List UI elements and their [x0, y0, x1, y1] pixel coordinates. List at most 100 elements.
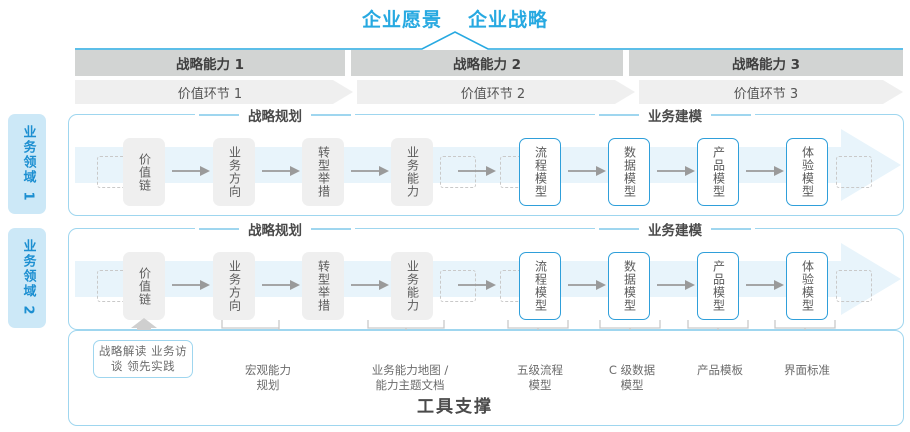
tool-label-text: 宏观能力 规划 — [245, 362, 291, 392]
value-chain-label-2: 价值环节 2 — [460, 86, 526, 102]
tool-label-c-level-data: C 级数据 模型 — [584, 348, 680, 393]
placeholder-dashbox — [836, 156, 872, 188]
modeling-title-1: 业务建模 — [648, 109, 702, 125]
node-label: 转型举措 — [316, 146, 331, 198]
value-chain-chevrons — [75, 80, 903, 104]
tool-label-capability-map: 业务能力地图 / 能力主题文档 — [345, 348, 475, 393]
value-chain-label-1: 价值环节 1 — [177, 86, 243, 102]
node-label: 数据模型 — [622, 260, 637, 312]
tool-pill-strategy-interpretation[interactable]: 战略解读 业务访谈 领先实践 — [93, 340, 193, 378]
tool-pill-label: 战略解读 业务访谈 领先实践 — [98, 344, 188, 373]
arrow-icon — [746, 166, 784, 176]
node-experience-model-1[interactable]: 体验模型 — [786, 138, 828, 206]
arrow-icon — [568, 280, 606, 290]
arrow-icon — [657, 166, 695, 176]
placeholder-dashbox — [440, 156, 476, 188]
tool-label-text: 界面标准 — [784, 362, 830, 377]
enterprise-strategy-title: 企业战略 — [468, 8, 549, 31]
arrow-icon — [262, 280, 300, 290]
tool-label-text: 产品模板 — [697, 362, 743, 377]
sidebar-item-domain-1[interactable]: 业务领域 1 — [8, 114, 46, 214]
arrow-icon — [657, 280, 695, 290]
planning-title-1: 战略规划 — [248, 109, 302, 125]
tool-label-ui-standard: 界面标准 — [757, 348, 857, 378]
domain-row-2 — [68, 228, 904, 330]
capability-cell-2: 战略能力 2 — [351, 50, 623, 76]
node-business-direction-1[interactable]: 业务方向 — [213, 138, 255, 206]
node-label: 转型举措 — [316, 260, 331, 312]
node-label: 产品模型 — [711, 260, 726, 312]
tool-label-text: 业务能力地图 / 能力主题文档 — [371, 362, 449, 392]
node-business-capability-2[interactable]: 业务能力 — [391, 252, 433, 320]
domain-label-1: 业务领域 1 — [20, 125, 36, 203]
value-chain-cell-1: 价值环节 1 — [75, 80, 345, 104]
tool-label-five-level-process: 五级流程 模型 — [490, 348, 590, 393]
node-business-capability-1[interactable]: 业务能力 — [391, 138, 433, 206]
tool-support-container — [68, 330, 904, 426]
section-title-planning-1: 战略规划 — [195, 106, 355, 125]
tool-label-text: C 级数据 模型 — [608, 362, 656, 392]
section-divider-right — [711, 114, 751, 116]
value-chain-cell-2: 价值环节 2 — [357, 80, 629, 104]
domain-label-2: 业务领域 2 — [20, 239, 36, 317]
section-divider-right — [311, 114, 351, 116]
placeholder-dashbox — [440, 270, 476, 302]
arrow-icon — [172, 280, 210, 290]
node-label: 业务能力 — [405, 260, 420, 312]
node-transformation-1[interactable]: 转型举措 — [302, 138, 344, 206]
node-label: 数据模型 — [622, 146, 637, 198]
capability-label-3: 战略能力 3 — [731, 57, 801, 73]
flow-band-arrow-1 — [75, 129, 901, 201]
tool-label-macro-capability: 宏观能力 规划 — [213, 348, 323, 393]
node-label: 业务方向 — [227, 146, 242, 198]
arrow-icon — [458, 280, 496, 290]
node-process-model-1[interactable]: 流程模型 — [519, 138, 561, 206]
section-divider-right — [711, 228, 751, 230]
section-title-planning-2: 战略规划 — [195, 220, 355, 239]
tool-label-text: 五级流程 模型 — [517, 362, 563, 392]
node-data-model-1[interactable]: 数据模型 — [608, 138, 650, 206]
value-chain-bar: 价值环节 1 价值环节 2 价值环节 3 — [75, 80, 903, 104]
capability-label-1: 战略能力 1 — [175, 57, 245, 73]
node-product-model-1[interactable]: 产品模型 — [697, 138, 739, 206]
section-title-modeling-1: 业务建模 — [595, 106, 755, 125]
capability-bar: 战略能力 1 战略能力 2 战略能力 3 — [75, 50, 903, 76]
node-label: 流程模型 — [533, 146, 548, 198]
node-label: 产品模型 — [711, 146, 726, 198]
domain-row-1 — [68, 114, 904, 216]
node-value-chain-1[interactable]: 价值链 — [123, 138, 165, 206]
node-experience-model-2[interactable]: 体验模型 — [786, 252, 828, 320]
node-data-model-2[interactable]: 数据模型 — [608, 252, 650, 320]
section-divider-left — [599, 228, 639, 230]
arrow-icon — [746, 280, 784, 290]
node-transformation-2[interactable]: 转型举措 — [302, 252, 344, 320]
node-label: 价值链 — [137, 266, 152, 306]
vision-connector-line — [75, 31, 903, 50]
node-label: 流程模型 — [533, 260, 548, 312]
capability-label-2: 战略能力 2 — [452, 57, 522, 73]
arrow-icon — [458, 166, 496, 176]
node-label: 价值链 — [137, 152, 152, 192]
arrow-icon — [172, 166, 210, 176]
sidebar-item-domain-2[interactable]: 业务领域 2 — [8, 228, 46, 328]
node-label: 体验模型 — [800, 260, 815, 312]
placeholder-dashbox — [836, 270, 872, 302]
tool-support-title: 工具支撑 — [417, 397, 493, 417]
section-divider-right — [311, 228, 351, 230]
node-business-direction-2[interactable]: 业务方向 — [213, 252, 255, 320]
node-value-chain-2[interactable]: 价值链 — [123, 252, 165, 320]
capability-cell-3: 战略能力 3 — [629, 50, 903, 76]
arrow-icon — [351, 166, 389, 176]
vision-strategy-header: 企业愿景 企业战略 — [0, 4, 910, 32]
arrow-icon — [568, 166, 606, 176]
node-label: 业务能力 — [405, 146, 420, 198]
node-label: 体验模型 — [800, 146, 815, 198]
node-product-model-2[interactable]: 产品模型 — [697, 252, 739, 320]
capability-cell-1: 战略能力 1 — [75, 50, 345, 76]
node-label: 业务方向 — [227, 260, 242, 312]
arrow-icon — [262, 166, 300, 176]
tool-label-product-template: 产品模板 — [670, 348, 770, 378]
node-process-model-2[interactable]: 流程模型 — [519, 252, 561, 320]
section-divider-left — [599, 114, 639, 116]
